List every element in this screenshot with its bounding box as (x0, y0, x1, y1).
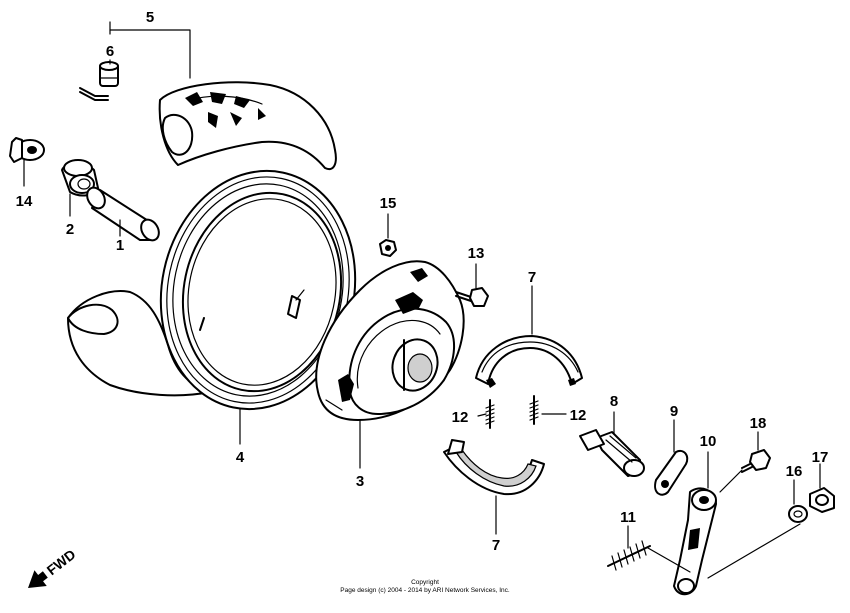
callout-8: 8 (610, 393, 618, 410)
part-14-nut[interactable] (9, 137, 45, 163)
fwd-label: FWD (44, 546, 79, 578)
part-6-valve-cap[interactable] (79, 61, 119, 101)
part-9-indicator-plate[interactable] (654, 450, 689, 496)
part-1-spacer-tube[interactable] (84, 184, 163, 243)
part-12-spring-left[interactable] (485, 399, 495, 429)
callout-4: 4 (236, 449, 245, 466)
leader-lines (23, 21, 821, 579)
callout-3: 3 (356, 473, 364, 490)
copyright-notice: Page design (c) 2004 - 2014 by ARI Netwo… (340, 587, 510, 594)
callout-7-lower: 7 (492, 537, 500, 554)
callout-12-right: 12 (570, 407, 587, 424)
part-2-collar[interactable] (61, 159, 99, 197)
part-15-nut[interactable] (379, 239, 397, 257)
part-7-brake-shoe-upper[interactable] (475, 335, 583, 388)
part-11-spring[interactable] (607, 540, 651, 571)
part-10-brake-arm[interactable] (673, 487, 717, 596)
callout-14: 14 (16, 193, 33, 210)
callout-9: 9 (670, 403, 678, 420)
part-17-nut[interactable] (809, 487, 835, 513)
callout-16: 16 (786, 463, 803, 480)
callout-15: 15 (380, 195, 397, 212)
part-13-bolt[interactable] (455, 287, 489, 307)
callout-17: 17 (812, 449, 829, 466)
callout-10: 10 (700, 433, 717, 450)
callout-7-upper: 7 (528, 269, 536, 286)
callout-13: 13 (468, 245, 485, 262)
copyright-title: Copyright (411, 579, 439, 586)
callout-11: 11 (620, 509, 636, 526)
part-8-brake-cam[interactable] (579, 429, 645, 477)
callout-2: 2 (66, 221, 74, 238)
part-16-collar[interactable] (788, 505, 808, 523)
callout-labels: 5 6 14 2 1 4 15 3 13 7 12 12 7 8 9 10 18… (16, 9, 829, 554)
part-7-brake-shoe-lower[interactable] (443, 439, 545, 496)
part-12-spring-right[interactable] (529, 395, 539, 425)
copyright-footer: Copyright Page design (c) 2004 - 2014 by… (340, 579, 510, 594)
callout-1: 1 (116, 237, 124, 254)
part-18-bolt[interactable] (741, 449, 771, 473)
callout-12-left: 12 (452, 409, 469, 426)
callout-6: 6 (106, 43, 114, 60)
callout-18: 18 (750, 415, 767, 432)
arrow-left-icon (28, 570, 48, 588)
fwd-direction-indicator: FWD (28, 546, 79, 588)
part-3-brake-panel[interactable] (315, 260, 465, 421)
part-4-rim[interactable] (139, 153, 377, 428)
part-5-hub-cover[interactable] (67, 81, 337, 397)
callout-5: 5 (146, 9, 154, 26)
